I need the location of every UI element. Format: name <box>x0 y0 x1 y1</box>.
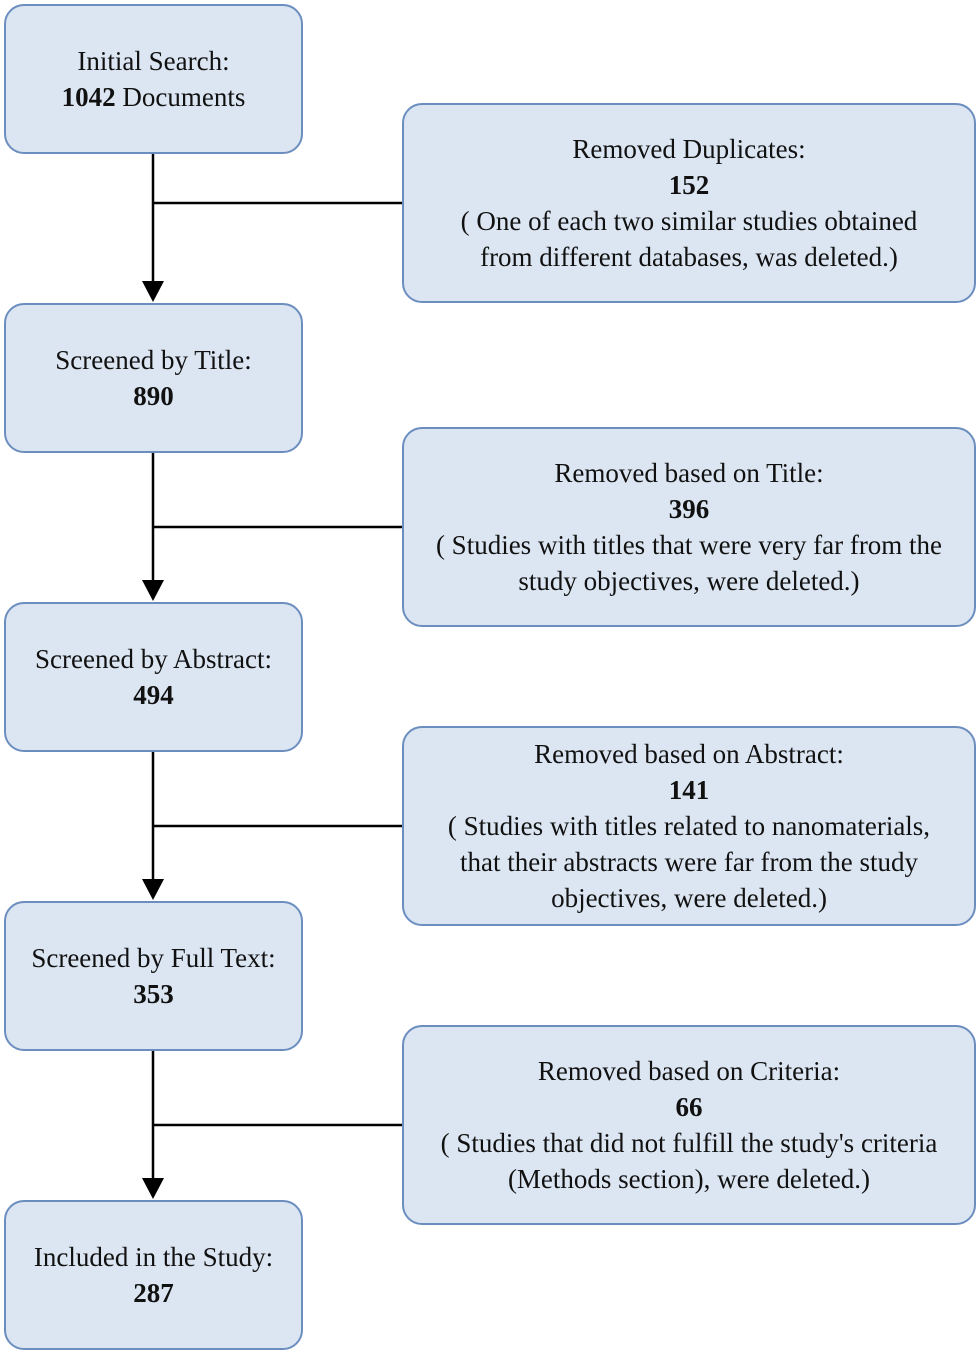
stage-label: Screened by Abstract: <box>35 644 272 674</box>
removal-title: Removed based on Title: 396 ( Studies wi… <box>402 427 976 627</box>
arrow-4 <box>142 1051 403 1199</box>
stage-screened-title: Screened by Title: 890 <box>4 303 303 453</box>
arrow-1 <box>142 154 403 302</box>
stage-label: Included in the Study: <box>33 1242 274 1272</box>
arrow-3 <box>142 752 403 900</box>
removal-note-line: ( Studies with titles related to nanomat… <box>447 811 931 841</box>
stage-count: 353 <box>133 979 174 1009</box>
stage-suffix: Documents <box>115 82 246 112</box>
removal-note-line: that their abstracts were far from the s… <box>459 847 919 877</box>
removal-duplicates: Removed Duplicates: 152 ( One of each tw… <box>402 103 976 303</box>
removal-label: Removed based on Abstract: <box>534 739 844 769</box>
removal-abstract: Removed based on Abstract: 141 ( Studies… <box>402 726 976 926</box>
stage-screened-abstract: Screened by Abstract: 494 <box>4 602 303 752</box>
removal-label: Removed based on Criteria: <box>537 1056 841 1086</box>
stage-included: Included in the Study: 287 <box>4 1200 303 1350</box>
removal-count: 66 <box>675 1092 703 1122</box>
removal-note-line: ( Studies that did not fulfill the study… <box>440 1128 938 1158</box>
stage-screened-full-text: Screened by Full Text: 353 <box>4 901 303 1051</box>
removal-criteria: Removed based on Criteria: 66 ( Studies … <box>402 1025 976 1225</box>
removal-count: 141 <box>668 775 710 805</box>
removal-note-line: objectives, were deleted.) <box>551 883 827 913</box>
stage-label: Screened by Full Text: <box>31 943 276 973</box>
stage-count: 494 <box>133 680 174 710</box>
stage-label: Screened by Title: <box>55 345 252 375</box>
stage-count: 1042 <box>61 82 116 112</box>
stage-initial-search: Initial Search: 1042 Documents <box>4 4 303 154</box>
stage-count: 287 <box>133 1278 174 1308</box>
arrow-2 <box>142 453 403 601</box>
removal-count: 152 <box>668 170 710 200</box>
removal-note-line: study objectives, were deleted.) <box>518 566 860 596</box>
removal-note-line: ( One of each two similar studies obtain… <box>460 206 918 236</box>
removal-label: Removed Duplicates: <box>572 134 806 164</box>
stage-label: Initial Search: <box>77 46 230 76</box>
removal-note-line: ( Studies with titles that were very far… <box>435 530 943 560</box>
removal-note-line: from different databases, was deleted.) <box>480 242 898 272</box>
removal-note-line: (Methods section), were deleted.) <box>507 1164 871 1194</box>
stage-count: 890 <box>133 381 174 411</box>
removal-count: 396 <box>668 494 710 524</box>
removal-label: Removed based on Title: <box>554 458 824 488</box>
